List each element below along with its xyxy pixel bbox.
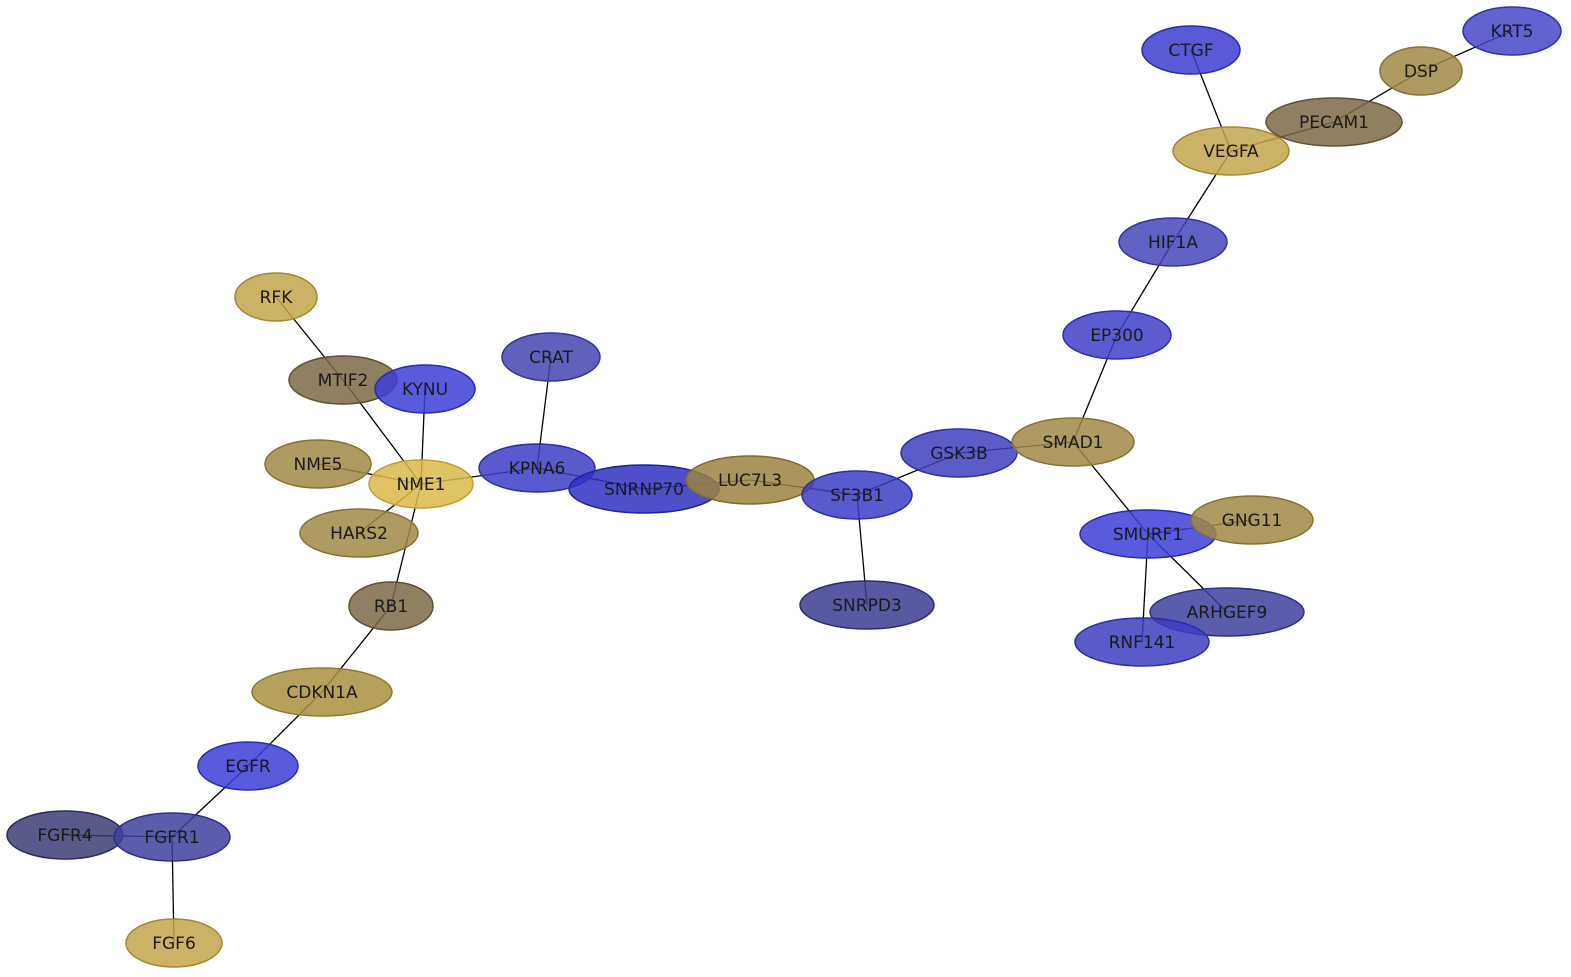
node-label: SNRNP70 bbox=[604, 480, 684, 500]
node-ellipse bbox=[478, 443, 596, 493]
node-crat[interactable]: CRAT bbox=[501, 332, 601, 382]
node-label: HIF1A bbox=[1148, 233, 1198, 253]
node-label: HARS2 bbox=[330, 524, 388, 544]
node-ellipse bbox=[197, 741, 299, 791]
node-ellipse bbox=[251, 667, 393, 717]
node-ellipse bbox=[1011, 417, 1135, 467]
node-fgf6[interactable]: FGF6 bbox=[125, 918, 223, 968]
node-ellipse bbox=[348, 581, 434, 631]
node-ellipse bbox=[801, 470, 913, 520]
node-ellipse bbox=[799, 580, 935, 630]
node-ellipse bbox=[1190, 495, 1314, 545]
node-ctgf[interactable]: CTGF bbox=[1141, 25, 1241, 75]
node-ellipse bbox=[1265, 97, 1403, 147]
node-label: SMAD1 bbox=[1043, 433, 1104, 453]
node-ellipse bbox=[1172, 126, 1290, 176]
node-snrpd3[interactable]: SNRPD3 bbox=[799, 580, 935, 630]
node-ellipse bbox=[125, 918, 223, 968]
node-ellipse bbox=[299, 508, 419, 558]
node-rfk[interactable]: RFK bbox=[234, 272, 318, 322]
node-dsp[interactable]: DSP bbox=[1379, 46, 1463, 96]
node-label: KRT5 bbox=[1491, 22, 1534, 42]
node-label: VEGFA bbox=[1203, 142, 1259, 162]
node-ellipse bbox=[900, 428, 1018, 478]
node-egfr[interactable]: EGFR bbox=[197, 741, 299, 791]
node-label: EP300 bbox=[1090, 326, 1143, 346]
node-label: LUC7L3 bbox=[718, 471, 782, 491]
node-fgfr4[interactable]: FGFR4 bbox=[6, 810, 124, 860]
node-sf3b1[interactable]: SF3B1 bbox=[801, 470, 913, 520]
node-label: KPNA6 bbox=[509, 459, 566, 479]
node-smad1[interactable]: SMAD1 bbox=[1011, 417, 1135, 467]
node-label: GSK3B bbox=[930, 444, 988, 464]
node-nme1[interactable]: NME1 bbox=[368, 459, 474, 509]
node-label: KYNU bbox=[402, 380, 448, 400]
node-label: NME1 bbox=[397, 475, 446, 495]
node-rb1[interactable]: RB1 bbox=[348, 581, 434, 631]
node-gsk3b[interactable]: GSK3B bbox=[900, 428, 1018, 478]
node-ellipse bbox=[1462, 6, 1562, 56]
node-label: EGFR bbox=[225, 757, 271, 777]
node-label: RFK bbox=[260, 288, 294, 308]
node-label: DSP bbox=[1404, 62, 1438, 82]
node-ellipse bbox=[234, 272, 318, 322]
node-label: RNF141 bbox=[1109, 633, 1176, 653]
node-label: CRAT bbox=[529, 348, 573, 368]
node-label: SF3B1 bbox=[830, 486, 884, 506]
node-ellipse bbox=[1074, 617, 1210, 667]
node-gng11[interactable]: GNG11 bbox=[1190, 495, 1314, 545]
node-label: FGFR1 bbox=[144, 828, 199, 848]
node-pecam1[interactable]: PECAM1 bbox=[1265, 97, 1403, 147]
node-label: RB1 bbox=[374, 597, 408, 617]
node-vegfa[interactable]: VEGFA bbox=[1172, 126, 1290, 176]
node-nme5[interactable]: NME5 bbox=[264, 439, 372, 489]
node-label: GNG11 bbox=[1222, 511, 1283, 531]
node-snrnp70[interactable]: SNRNP70 bbox=[568, 464, 720, 514]
node-label: SMURF1 bbox=[1113, 525, 1183, 545]
node-ep300[interactable]: EP300 bbox=[1062, 310, 1172, 360]
node-ellipse bbox=[1062, 310, 1172, 360]
node-ellipse bbox=[1141, 25, 1241, 75]
node-kpna6[interactable]: KPNA6 bbox=[478, 443, 596, 493]
node-ellipse bbox=[374, 364, 476, 414]
node-smurf1[interactable]: SMURF1 bbox=[1079, 509, 1217, 559]
node-cdkn1a[interactable]: CDKN1A bbox=[251, 667, 393, 717]
node-kynu[interactable]: KYNU bbox=[374, 364, 476, 414]
node-label: MTIF2 bbox=[318, 371, 369, 391]
node-krt5[interactable]: KRT5 bbox=[1462, 6, 1562, 56]
node-label: CTGF bbox=[1168, 41, 1213, 61]
node-ellipse bbox=[1118, 217, 1228, 267]
node-label: FGFR4 bbox=[37, 826, 92, 846]
node-label: ARHGEF9 bbox=[1187, 603, 1268, 623]
node-label: NME5 bbox=[294, 455, 343, 475]
node-ellipse bbox=[501, 332, 601, 382]
node-label: FGF6 bbox=[152, 934, 196, 954]
node-hars2[interactable]: HARS2 bbox=[299, 508, 419, 558]
node-hif1a[interactable]: HIF1A bbox=[1118, 217, 1228, 267]
node-fgfr1[interactable]: FGFR1 bbox=[113, 812, 231, 862]
node-label: PECAM1 bbox=[1299, 113, 1369, 133]
node-ellipse bbox=[368, 459, 474, 509]
node-ellipse bbox=[264, 439, 372, 489]
node-label: CDKN1A bbox=[286, 683, 358, 703]
node-ellipse bbox=[113, 812, 231, 862]
node-mtif2[interactable]: MTIF2 bbox=[288, 355, 398, 405]
node-luc7l3[interactable]: LUC7L3 bbox=[685, 455, 815, 505]
node-label: SNRPD3 bbox=[832, 596, 901, 616]
node-ellipse bbox=[1379, 46, 1463, 96]
node-rnf141[interactable]: RNF141 bbox=[1074, 617, 1210, 667]
